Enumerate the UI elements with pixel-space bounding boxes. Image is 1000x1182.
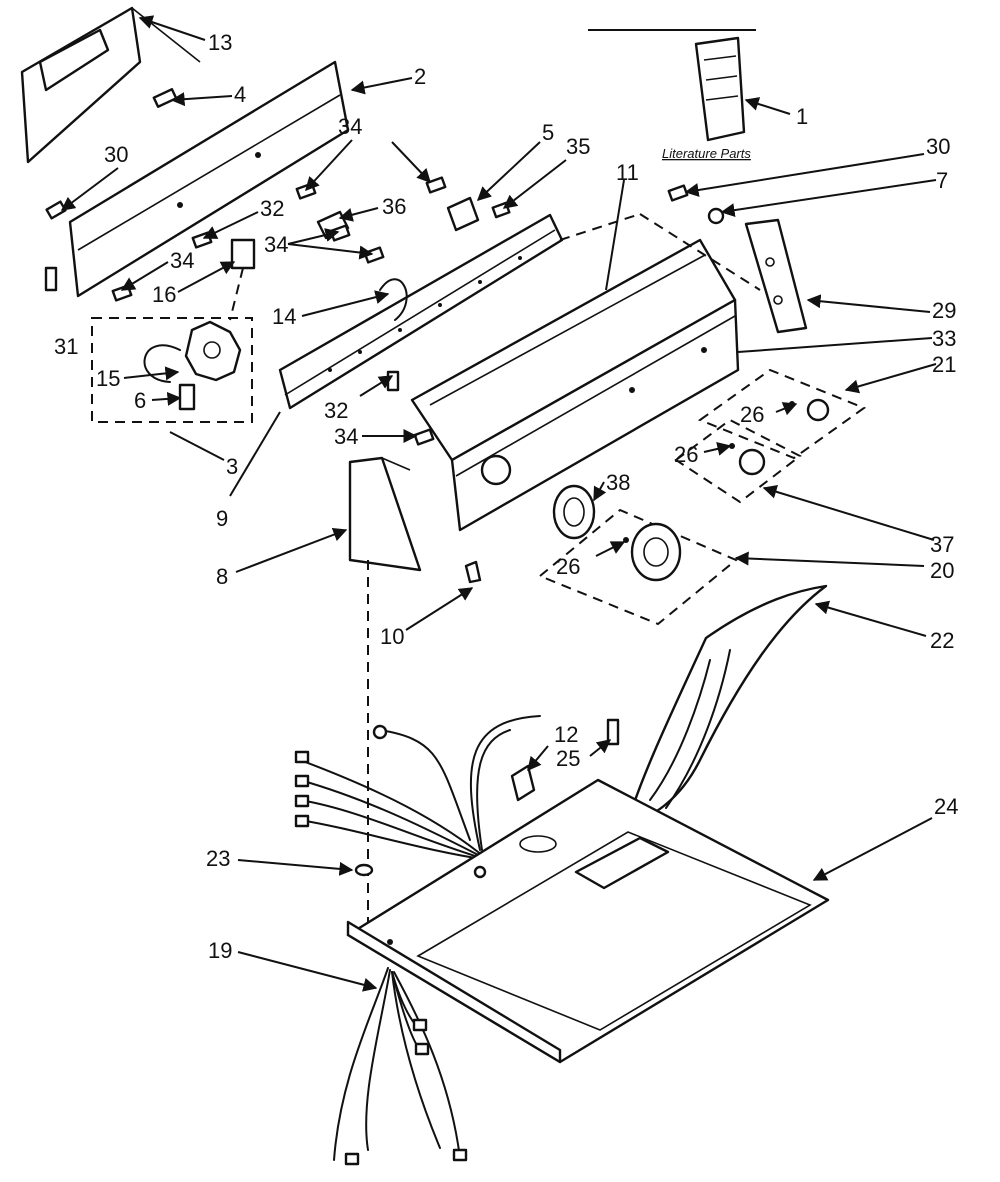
callout-6: 6: [134, 388, 146, 413]
callout-29: 29: [932, 298, 956, 323]
nut-7: [707, 207, 725, 225]
callout-26-a: 26: [740, 402, 764, 427]
clip-25: [606, 718, 620, 746]
callout-33: 33: [932, 326, 956, 351]
callout-11: 11: [616, 160, 639, 185]
screw-10: [464, 560, 482, 584]
callout-25: 25: [556, 746, 580, 771]
switch-16: [229, 238, 256, 321]
callout-32-a: 32: [260, 196, 284, 221]
bracket-29: [744, 218, 808, 334]
callout-31: 31: [54, 334, 78, 359]
callout-22: 22: [930, 628, 954, 653]
screw-34-a: [111, 284, 133, 302]
callout-16: 16: [152, 282, 176, 307]
callout-19: 19: [208, 938, 232, 963]
callout-30-right: 30: [926, 134, 950, 159]
callout-34-c: 34: [170, 248, 194, 273]
callout-5: 5: [542, 120, 554, 145]
end-cap-8: [348, 456, 422, 572]
callout-32-b: 32: [324, 398, 348, 423]
callout-37: 37: [930, 532, 954, 557]
terminal-block-12: [510, 764, 536, 802]
callout-9: 9: [216, 506, 228, 531]
knob-assembly-21: [697, 368, 867, 460]
callout-30-left: 30: [104, 142, 128, 167]
callout-24: 24: [934, 794, 958, 819]
callout-2: 2: [414, 64, 426, 89]
callout-35: 35: [566, 134, 590, 159]
callout-34-d: 34: [334, 424, 358, 449]
callout-10: 10: [380, 624, 404, 649]
switch-5: [446, 196, 480, 232]
callout-1: 1: [796, 104, 808, 129]
callout-4: 4: [234, 82, 246, 107]
callout-34-a: 34: [338, 114, 362, 139]
callout-15: 15: [96, 366, 120, 391]
dryer-top: [346, 778, 830, 1064]
grommet-23: [354, 863, 374, 877]
knob-assembly-37: [674, 418, 802, 504]
hood-panel: [20, 6, 201, 164]
callout-14: 14: [272, 304, 296, 329]
literature-booklet: [694, 36, 746, 142]
callout-8: 8: [216, 564, 228, 589]
wire-harness-top: [294, 715, 541, 861]
screw-30-right: [667, 184, 689, 202]
callout-26-c: 26: [556, 554, 580, 579]
screw-31: [44, 266, 58, 292]
callout-38: 38: [606, 470, 630, 495]
callout-7: 7: [936, 168, 948, 193]
harness-19: [333, 967, 468, 1166]
callout-21: 21: [932, 352, 956, 377]
console: [410, 213, 761, 532]
callout-23: 23: [206, 846, 230, 871]
callout-13: 13: [208, 30, 232, 55]
callout-20: 20: [930, 558, 954, 583]
screw-32-b: [386, 370, 400, 392]
callout-34-b: 34: [264, 232, 288, 257]
callout-labels: 13 4 2 30 34 5 35 11 32 36 34 34 16 14 3…: [54, 30, 958, 963]
rear-panel: [68, 60, 350, 298]
callout-36: 36: [382, 194, 406, 219]
leader-lines: [60, 15, 937, 992]
callout-12: 12: [554, 722, 578, 747]
callout-3: 3: [226, 454, 238, 479]
clip-4: [152, 88, 178, 108]
harness-22: [626, 584, 828, 824]
callout-26-b: 26: [674, 442, 698, 467]
dial-38: [552, 484, 596, 540]
literature-parts-label: Literature Parts: [662, 146, 751, 161]
